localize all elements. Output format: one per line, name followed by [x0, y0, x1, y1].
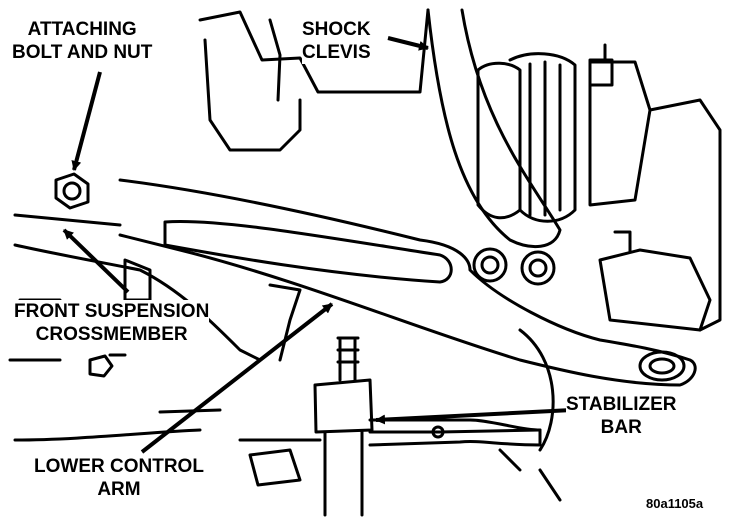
shock-clevis	[426, 8, 562, 249]
rear-bushing	[638, 350, 686, 382]
label-shock-clevis: SHOCK CLEVIS	[302, 18, 371, 64]
crossmember	[13, 213, 262, 442]
label-front-suspension-crossmember: FRONT SUSPENSION CROSSMEMBER	[14, 300, 210, 346]
arrow-shock-clevis	[387, 36, 429, 51]
figure-id: 80a1105a	[646, 496, 704, 511]
lower-control-arm-outline	[118, 178, 697, 387]
knuckle-housing	[198, 8, 430, 94]
label-lower-control-arm: LOWER CONTROL ARM	[34, 455, 204, 501]
label-stabilizer-bar: STABILIZER BAR	[566, 393, 677, 439]
arrow-lower-control-arm	[140, 302, 334, 454]
bushing-left	[472, 247, 508, 283]
bushing-right	[520, 250, 556, 286]
arrow-crossmember	[62, 228, 130, 294]
cv-boot	[476, 61, 522, 220]
label-attaching-bolt-and-nut: ATTACHING BOLT AND NUT	[12, 18, 153, 64]
stabilizer-bar	[368, 418, 542, 447]
arrow-stabilizer-bar	[375, 408, 573, 425]
arrow-attaching-bolt	[71, 71, 102, 171]
attaching-bolt	[54, 172, 90, 210]
stabilizer-link	[338, 338, 357, 382]
